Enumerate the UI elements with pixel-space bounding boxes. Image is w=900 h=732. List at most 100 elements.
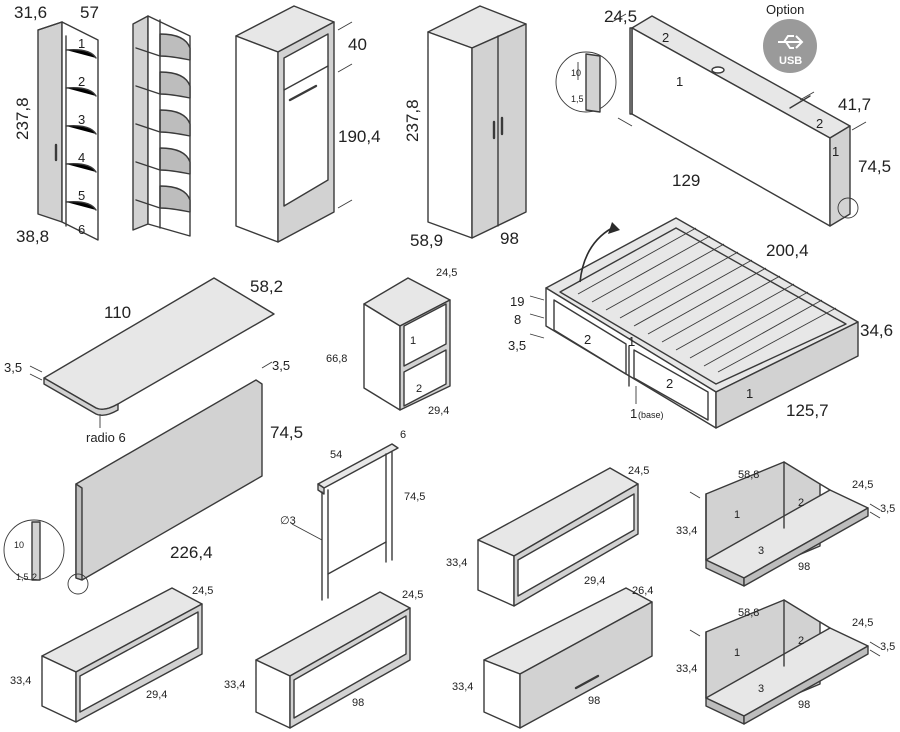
desk-panel: 10 1,5 2 3,5 74,5 226,4 xyxy=(3,358,303,595)
desk-top-depth: 58,2 xyxy=(250,277,283,296)
bed-base-sub: (base) xyxy=(638,410,664,420)
bed-width: 125,7 xyxy=(786,401,829,420)
bed-dim-left: 8 xyxy=(514,312,521,327)
wall-box-door-depth: 26,4 xyxy=(632,585,653,597)
desk-top-length: 110 xyxy=(104,303,131,322)
headboard-part-top: 2 xyxy=(662,30,669,45)
corner-unit-bottom-part: 2 xyxy=(798,635,804,647)
bed-part: 1 xyxy=(746,386,753,401)
shelf-number: 2 xyxy=(78,74,85,89)
small-shelf-part: 1 xyxy=(410,335,416,347)
desk-top: 110 58,2 3,5 radio 6 xyxy=(4,277,283,445)
wardrobe: 237,8 58,9 98 xyxy=(403,5,527,250)
headboard-depth: 24,5 xyxy=(604,7,637,26)
corner-unit-bottom-part: 1 xyxy=(734,647,740,659)
corner-unit-bottom-depth: 24,5 xyxy=(852,617,873,629)
open-wardrobe-inner-height: 190,4 xyxy=(338,127,381,146)
corner-shelf-height: 237,8 xyxy=(13,97,32,140)
storage-bed: 200,4 34,6 125,7 19 8 3,5 2 1 2 1 1 (bas… xyxy=(508,217,893,429)
corner-unit-top-thickness: 3,5 xyxy=(880,503,895,515)
corner-shelf-width-bottom: 38,8 xyxy=(16,227,49,246)
corner-unit-top-part: 2 xyxy=(798,497,804,509)
corner-unit-top-part: 3 xyxy=(758,545,764,557)
corner-shelf-width-top: 57 xyxy=(80,3,99,22)
wardrobe-depth: 98 xyxy=(500,229,519,248)
shelf-number: 5 xyxy=(78,188,85,203)
small-shelf: 24,5 66,8 29,4 1 2 xyxy=(326,267,457,417)
desk-top-radius: radio 6 xyxy=(86,430,126,445)
usb-badge: USB xyxy=(779,55,802,67)
shelf-number: 4 xyxy=(78,150,85,165)
open-wardrobe: 40 190,4 xyxy=(235,5,381,243)
wall-box-open-width: 29,4 xyxy=(584,575,605,587)
bed-part: 2 xyxy=(584,332,591,347)
corner-unit-top-depth: 24,5 xyxy=(852,479,873,491)
bottom-box-short-depth: 24,5 xyxy=(192,585,213,597)
headboard-part-front: 1 xyxy=(676,74,683,89)
usb-icon xyxy=(763,19,817,73)
headboard-detail-a: 10 xyxy=(571,68,581,78)
small-shelf-height: 66,8 xyxy=(326,353,347,365)
wall-box-door-height: 33,4 xyxy=(452,681,473,693)
corner-unit-top-part: 1 xyxy=(734,509,740,521)
desk-leg: 54 6 74,5 ∅3 xyxy=(280,429,425,601)
small-shelf-width: 29,4 xyxy=(428,405,449,417)
bottom-box-long-width: 98 xyxy=(352,697,364,709)
headboard-part-side: 1 xyxy=(832,144,839,159)
wardrobe-width: 58,9 xyxy=(410,231,443,250)
usb-symbol-icon xyxy=(778,35,804,49)
wall-box-door-width: 98 xyxy=(588,695,600,707)
corner-unit-bottom-width: 58,8 xyxy=(738,607,759,619)
bed-part: 1 xyxy=(628,334,635,349)
bottom-box-long: 24,5 33,4 98 xyxy=(224,589,423,729)
shelf-number: 6 xyxy=(78,222,85,237)
headboard: 10 1,5 24,5 41,7 129 74,5 2 1 2 1 Option… xyxy=(555,2,891,227)
panel-detail-b: 1,5 xyxy=(16,572,29,582)
bottom-box-short-height: 33,4 xyxy=(10,675,31,687)
panel-detail-c: 2 xyxy=(32,572,37,582)
corner-unit-bottom-length: 98 xyxy=(798,699,810,711)
wall-box-door: 26,4 33,4 98 xyxy=(452,585,653,729)
desk-leg-height: 74,5 xyxy=(404,491,425,503)
bed-length: 200,4 xyxy=(766,241,809,260)
corner-unit-bottom-thickness: 3,5 xyxy=(880,641,895,653)
headboard-part-side-top: 2 xyxy=(816,116,823,131)
panel-detail-a: 10 xyxy=(14,540,24,550)
wall-box-open-depth: 24,5 xyxy=(628,465,649,477)
shelf-number: 1 xyxy=(78,36,85,51)
panel-thickness: 3,5 xyxy=(272,358,290,373)
corner-unit-top-width: 58,8 xyxy=(738,469,759,481)
usb-option: Option USB xyxy=(763,2,817,73)
bottom-box-long-height: 33,4 xyxy=(224,679,245,691)
corner-shelf-unit: 31,6 57 237,8 38,8 1 2 3 4 5 6 xyxy=(13,3,191,246)
shelf-number: 3 xyxy=(78,112,85,127)
headboard-length: 129 xyxy=(672,171,700,190)
wardrobe-height: 237,8 xyxy=(403,99,422,142)
corner-unit-bottom: 58,8 24,5 3,5 33,4 98 1 2 3 xyxy=(676,599,895,725)
small-shelf-part: 2 xyxy=(416,383,422,395)
desk-top-thickness: 3,5 xyxy=(4,360,22,375)
desk-leg-depth: 6 xyxy=(400,429,406,441)
panel-height: 74,5 xyxy=(270,423,303,442)
desk-leg-diameter: ∅3 xyxy=(280,515,296,527)
wall-box-open-height: 33,4 xyxy=(446,557,467,569)
small-shelf-depth: 24,5 xyxy=(436,267,457,279)
bed-dim-left: 19 xyxy=(510,294,524,309)
open-wardrobe-top: 40 xyxy=(348,35,367,54)
corner-unit-bottom-height: 33,4 xyxy=(676,663,697,675)
bottom-box-long-depth: 24,5 xyxy=(402,589,423,601)
corner-shelf-depth: 31,6 xyxy=(14,3,47,22)
bed-height: 34,6 xyxy=(860,321,893,340)
bed-base-label: 1 xyxy=(630,406,637,421)
panel-length: 226,4 xyxy=(170,543,213,562)
corner-unit-top-height: 33,4 xyxy=(676,525,697,537)
corner-unit-top-length: 98 xyxy=(798,561,810,573)
headboard-side-width: 41,7 xyxy=(838,95,871,114)
bed-part: 2 xyxy=(666,376,673,391)
bottom-box-short-width: 29,4 xyxy=(146,689,167,701)
wall-box-open: 24,5 33,4 29,4 xyxy=(446,465,649,607)
corner-unit-bottom-part: 3 xyxy=(758,683,764,695)
headboard-detail-b: 1,5 xyxy=(571,94,584,104)
